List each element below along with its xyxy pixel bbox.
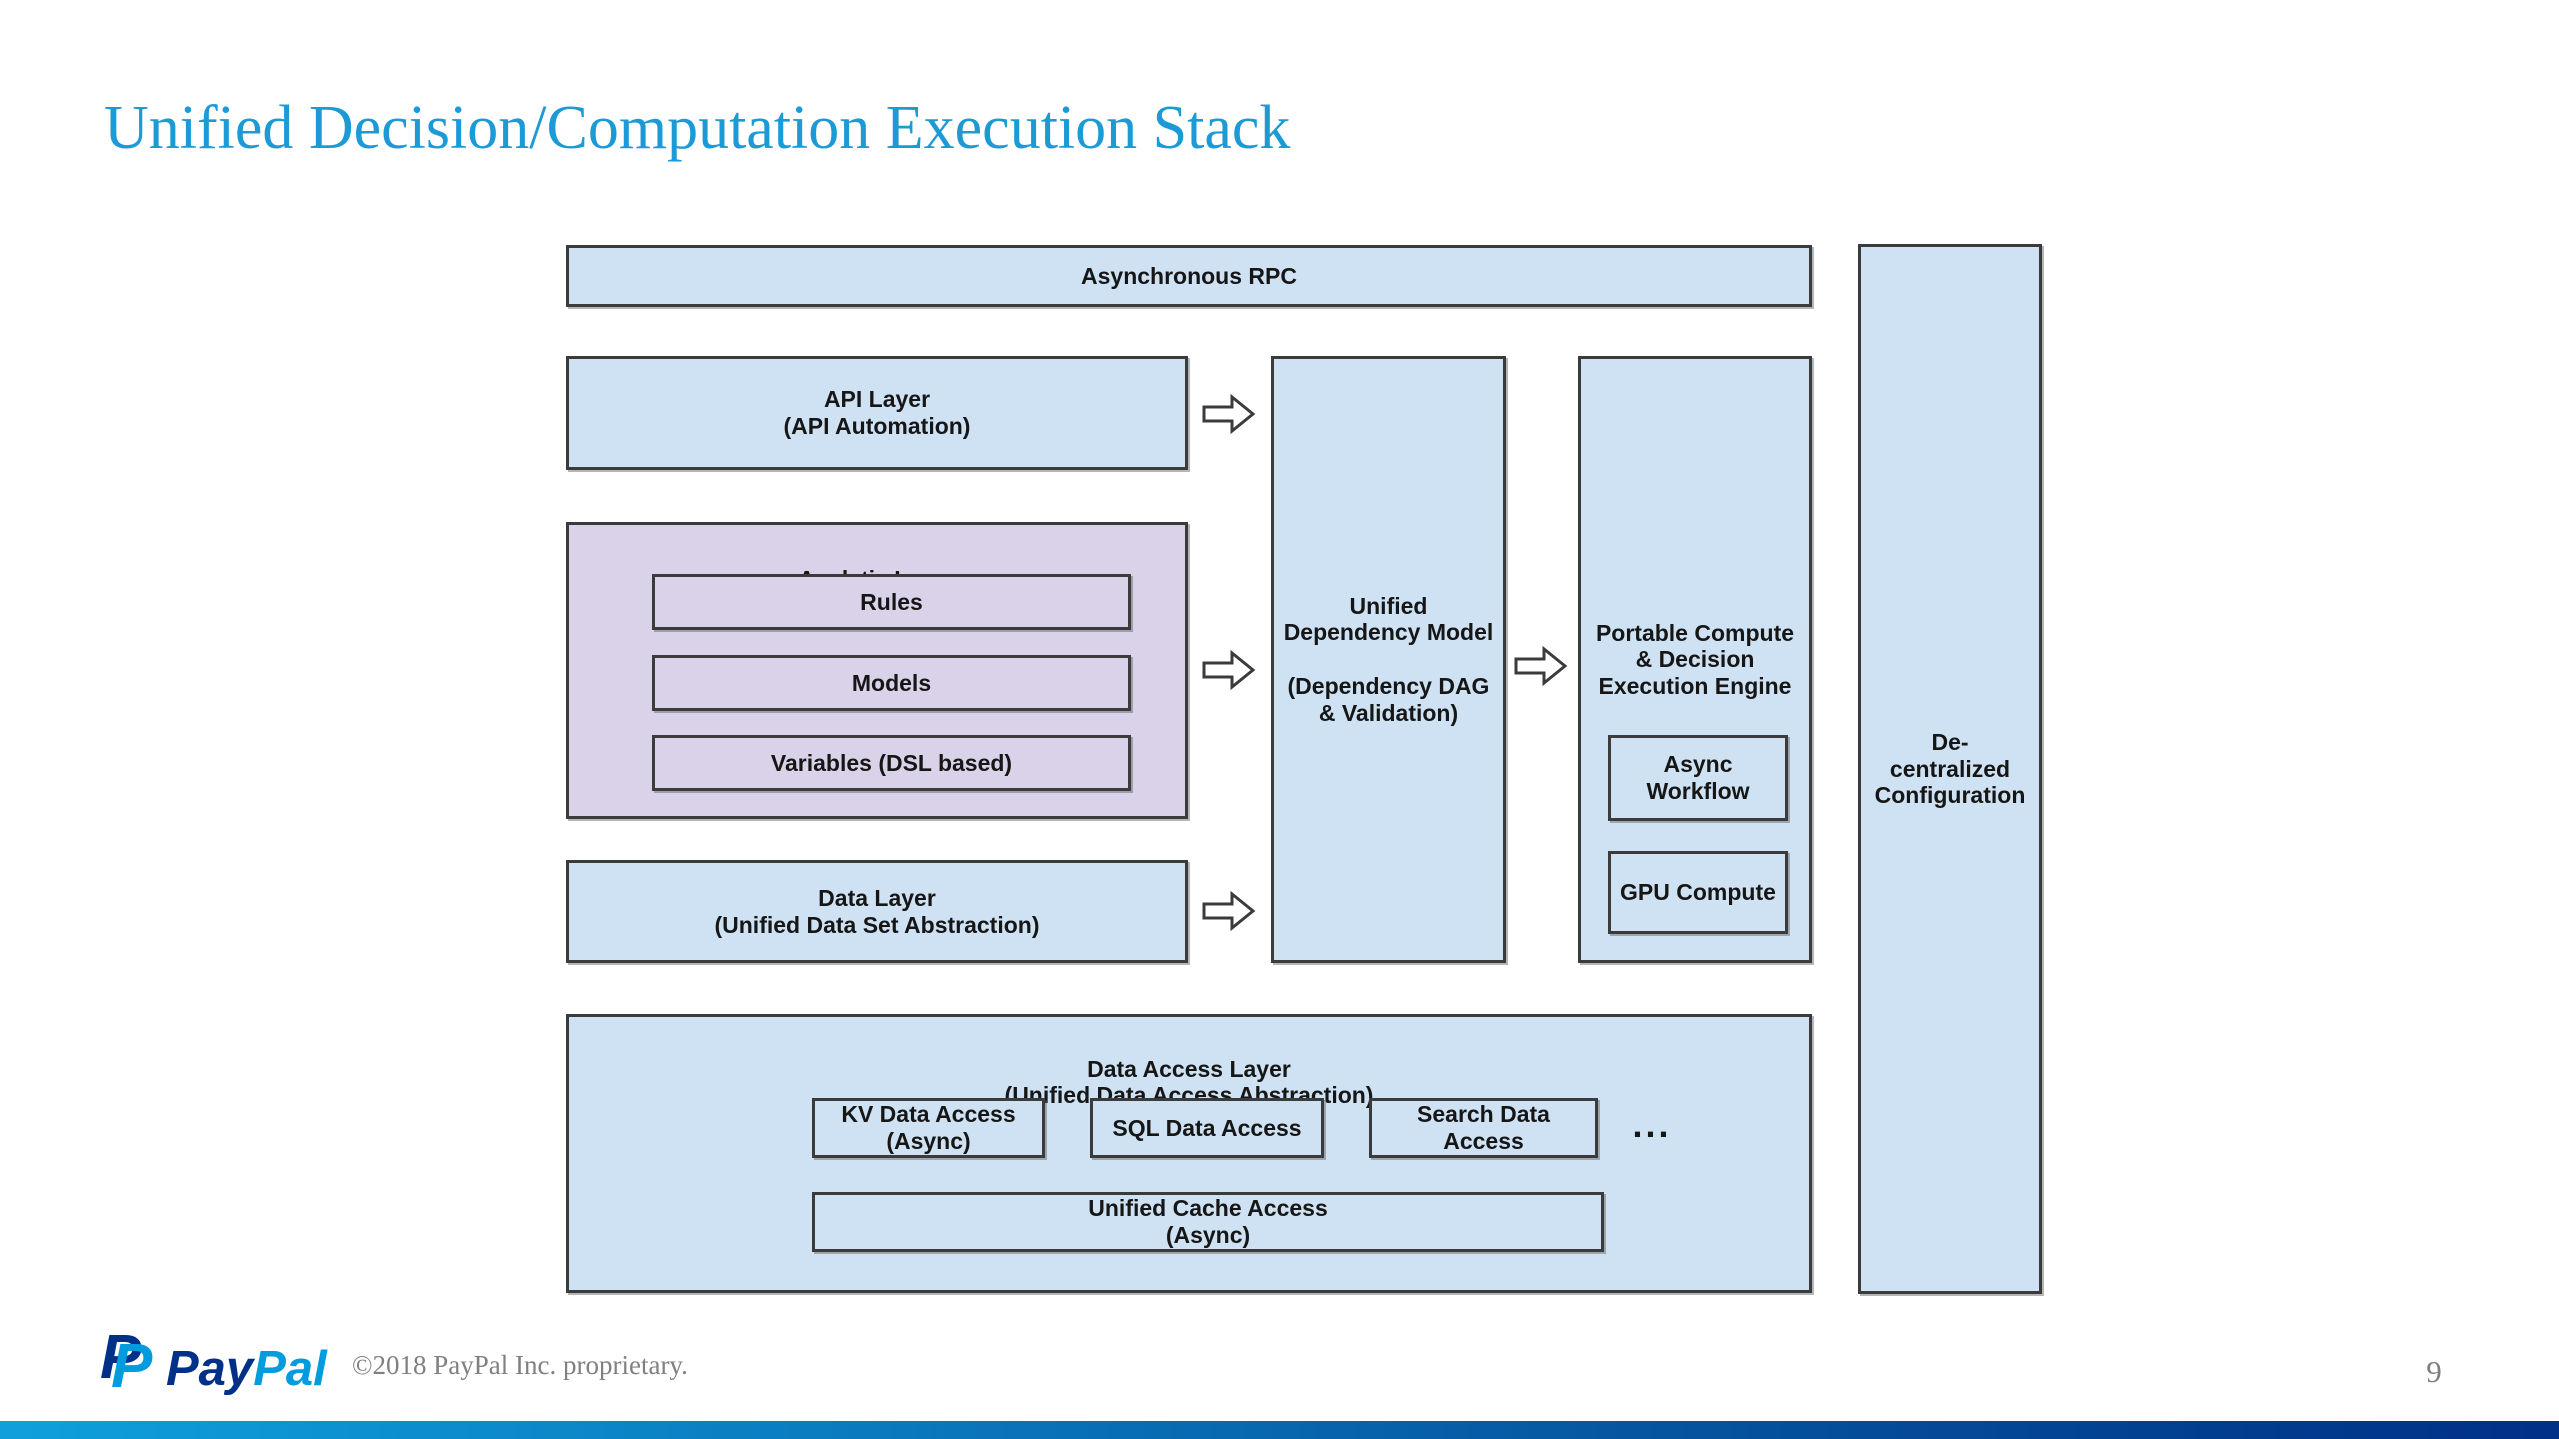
async-rpc-box: Asynchronous RPC (566, 245, 1812, 307)
copyright-text: ©2018 PayPal Inc. proprietary. (352, 1350, 688, 1380)
rules-box: Rules (652, 574, 1131, 630)
paypal-wordmark-pal: Pal (253, 1342, 328, 1396)
arrow-api-to-udm-icon (1202, 393, 1256, 435)
paypal-logo: P P PayPal (100, 1324, 328, 1396)
data-layer-box: Data Layer (Unified Data Set Abstraction… (566, 860, 1188, 963)
data-layer-label: Data Layer (Unified Data Set Abstraction… (714, 884, 1040, 938)
models-label: Models (851, 669, 932, 696)
portable-compute-label: Portable Compute & Decision Execution En… (1595, 619, 1795, 699)
unified-cache-access-label: Unified Cache Access (Async) (1088, 1195, 1328, 1248)
decentralized-configuration-box: De- centralized Configuration (1858, 244, 2042, 1294)
unified-cache-access-box: Unified Cache Access (Async) (812, 1192, 1604, 1252)
gpu-compute-box: GPU Compute (1608, 851, 1788, 934)
paypal-monogram-back-p: P (100, 1324, 142, 1392)
models-box: Models (652, 655, 1131, 711)
arrow-udm-to-portable-icon (1514, 645, 1568, 687)
api-layer-box: API Layer (API Automation) (566, 356, 1188, 470)
more-data-access-ellipsis: ... (1632, 1104, 1672, 1146)
async-workflow-box: Async Workflow (1608, 735, 1788, 821)
api-layer-label: API Layer (API Automation) (783, 386, 971, 439)
slide-title: Unified Decision/Computation Execution S… (104, 94, 1291, 162)
rules-label: Rules (860, 588, 923, 615)
kv-data-access-label: KV Data Access (Async) (841, 1101, 1016, 1154)
sql-data-access-label: SQL Data Access (1112, 1114, 1302, 1141)
portable-compute-box: Portable Compute & Decision Execution En… (1578, 356, 1812, 963)
paypal-wordmark-pay: Pay (166, 1342, 256, 1396)
gpu-compute-label: GPU Compute (1620, 879, 1776, 906)
search-data-access-box: Search Data Access (1369, 1098, 1598, 1158)
page-number: 9 (2426, 1354, 2442, 1389)
kv-data-access-box: KV Data Access (Async) (812, 1098, 1045, 1158)
decentralized-configuration-label: De- centralized Configuration (1874, 728, 2026, 809)
unified-dependency-model-label: Unified Dependency Model (Dependency DAG… (1283, 592, 1494, 726)
analytic-layer-box: Analytic Layer Rules Models Variables (D… (566, 522, 1188, 819)
variables-label: Variables (DSL based) (770, 749, 1013, 776)
data-access-layer-box: Data Access Layer (Unified Data Access A… (566, 1014, 1812, 1293)
paypal-monogram-front-p: P (111, 1332, 153, 1396)
async-workflow-label: Async Workflow (1646, 751, 1750, 804)
unified-dependency-model-box: Unified Dependency Model (Dependency DAG… (1271, 356, 1506, 963)
paypal-wordmark: PayPal (166, 1342, 328, 1396)
footer-accent-bar (0, 1421, 2559, 1439)
arrow-data-to-udm-icon (1202, 890, 1256, 932)
variables-box: Variables (DSL based) (652, 735, 1131, 791)
search-data-access-label: Search Data Access (1417, 1101, 1550, 1154)
async-rpc-label: Asynchronous RPC (1081, 262, 1297, 289)
sql-data-access-box: SQL Data Access (1090, 1098, 1324, 1158)
arrow-analytic-to-udm-icon (1202, 649, 1256, 691)
